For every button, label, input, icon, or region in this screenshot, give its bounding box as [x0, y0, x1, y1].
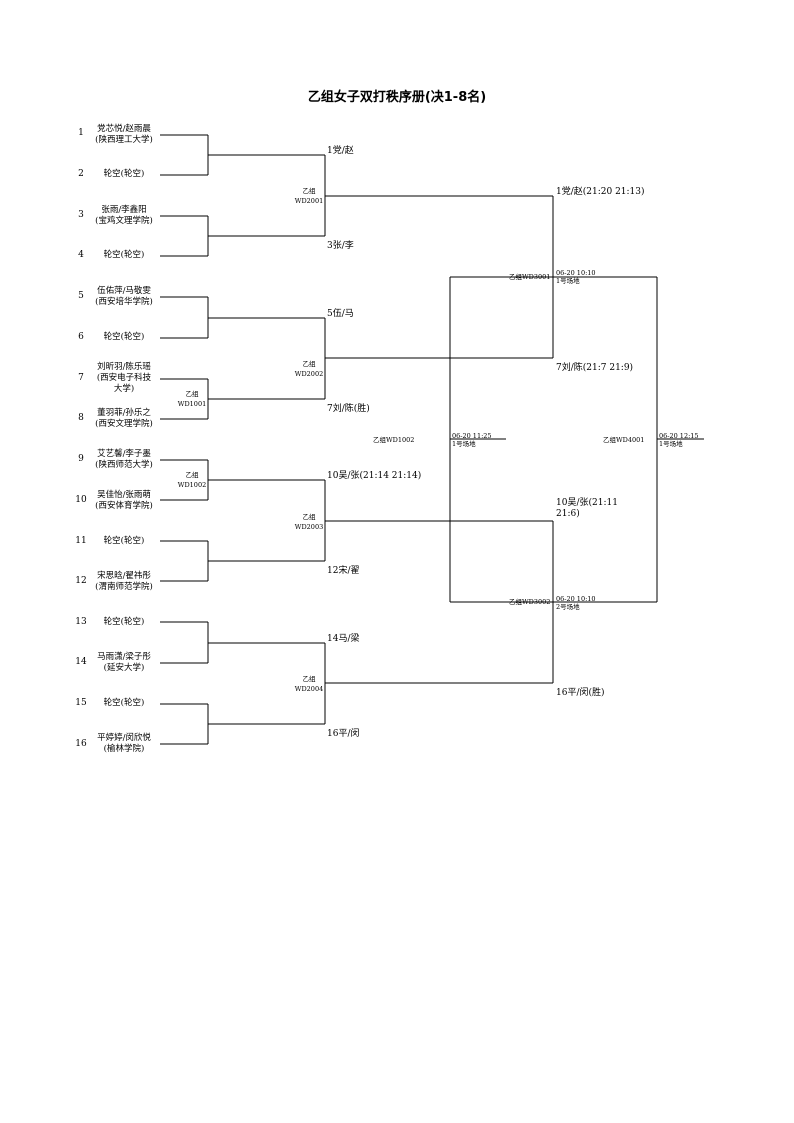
round1-winner: 10吴/张(21:14 21:14) — [327, 471, 422, 481]
team-entry: 吴佳怡/张雨萌(西安体育学院) — [95, 490, 153, 511]
seed-number: 12 — [75, 576, 87, 586]
team-entry: 轮空(轮空) — [103, 536, 145, 546]
round1-winner: 16平/闵 — [327, 729, 360, 739]
seed-number: 13 — [75, 617, 87, 627]
match-label-wd3002: 乙组WD3002 — [509, 598, 551, 606]
team-entry: 董羽菲/孙乐之(西安文理学院) — [95, 408, 153, 429]
match-label-wd4001: 乙组WD4001 — [603, 436, 645, 444]
team-entry: 张雨/李鑫阳(宝鸡文理学院) — [95, 205, 153, 226]
round1-winner: 12宋/翟 — [327, 566, 360, 576]
team-entry: 马雨潇/梁子彤(延安大学) — [97, 652, 151, 673]
seed-number: 7 — [78, 373, 84, 383]
match-label-wd1002-alt: 乙组WD1002 — [373, 436, 415, 444]
round2-winner: 10吴/张(21:11 — [556, 498, 618, 508]
seed-number: 9 — [78, 454, 84, 464]
seed-number: 2 — [78, 169, 84, 179]
team-entry: 轮空(轮空) — [103, 332, 145, 342]
round2-winner: 1党/赵(21:20 21:13) — [556, 187, 645, 197]
seed-number: 16 — [75, 739, 87, 749]
team-entry: 艾艺馨/李子墨(陕西师范大学) — [95, 449, 153, 470]
team-entry: 轮空(轮空) — [103, 617, 145, 627]
round2-winner: 16平/闵(胜) — [556, 688, 605, 698]
seed-number: 5 — [78, 291, 84, 301]
team-entry: 轮空(轮空) — [103, 250, 145, 260]
seed-number: 14 — [75, 657, 87, 667]
round2-winner: 7刘/陈(21:7 21:9) — [556, 363, 634, 373]
round1-winner: 1党/赵 — [327, 146, 354, 156]
seed-number: 8 — [78, 413, 84, 423]
round1-winner: 7刘/陈(胜) — [327, 404, 370, 414]
seed-number: 4 — [78, 250, 84, 260]
round1-winner: 5伍/马 — [327, 309, 354, 319]
team-entry: 宋思晗/翟祎彤(渭南师范学院) — [95, 571, 153, 592]
seed-number: 11 — [75, 536, 87, 546]
team-entry: 轮空(轮空) — [103, 169, 145, 179]
seed-number: 3 — [78, 210, 84, 220]
team-entry: 轮空(轮空) — [103, 698, 145, 708]
team-entry: 平婷婷/闵欣悦(榆林学院) — [97, 733, 151, 754]
team-entry: 党芯悦/赵雨晨(陕西理工大学) — [95, 124, 153, 145]
round2-winner: 21:6) — [556, 509, 580, 519]
seed-number: 6 — [78, 332, 84, 342]
round1-winner: 3张/李 — [327, 241, 354, 251]
match-label-wd3001: 乙组WD3001 — [509, 273, 551, 281]
seed-number: 15 — [75, 698, 87, 708]
seed-number: 1 — [78, 128, 84, 138]
team-entry: 伍佑萍/马敬雯(西安培华学院) — [95, 286, 153, 307]
team-entry: 刘昕羽/陈乐瑶(西安电子科技大学) — [96, 362, 152, 394]
round1-winner: 14马/梁 — [327, 634, 360, 644]
seed-number: 10 — [75, 495, 87, 505]
page-title: 乙组女子双打秩序册(决1-8名) — [307, 90, 487, 105]
